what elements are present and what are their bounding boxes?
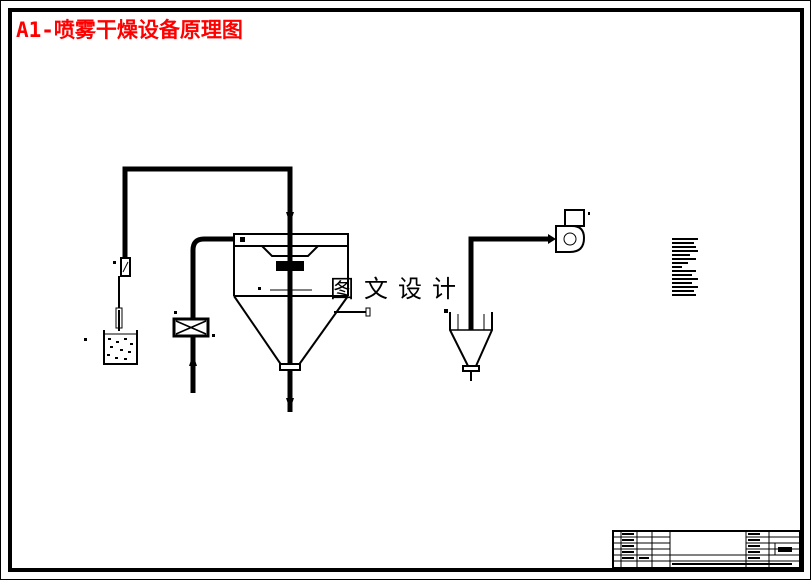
parts-legend [672, 238, 698, 296]
drawing-border [8, 8, 804, 572]
watermark-text: 图文设计 [330, 275, 466, 303]
air-heater [172, 236, 235, 393]
title-block [612, 530, 801, 569]
feed-pipe [113, 166, 293, 412]
feed-tank [84, 330, 138, 365]
cyclone-separator [444, 234, 556, 381]
drawing-title: A1-喷雾干燥设备原理图 [16, 18, 243, 42]
exhaust-fan [555, 209, 590, 253]
drying-tower [233, 233, 371, 371]
